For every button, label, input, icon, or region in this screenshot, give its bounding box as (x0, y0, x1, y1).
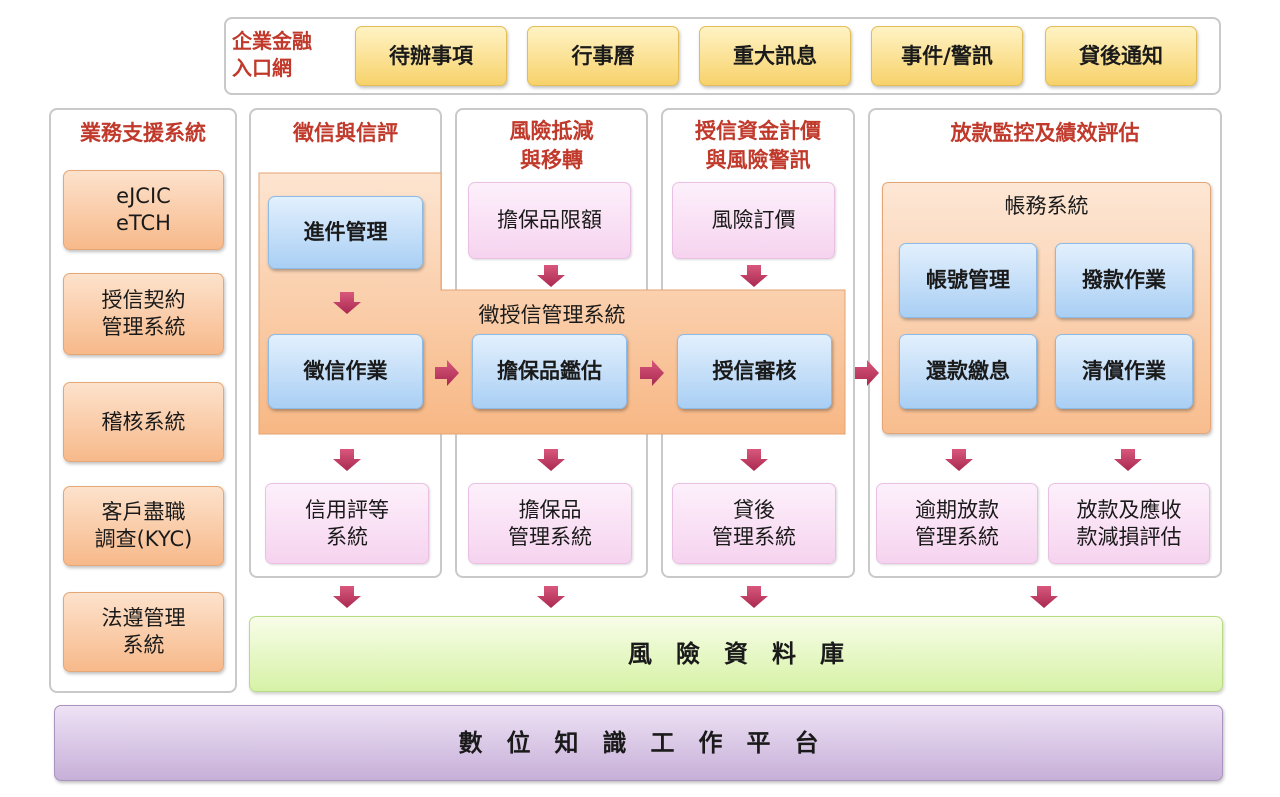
collateral-management-system[interactable]: 擔保品 管理系統 (468, 483, 632, 564)
arrow-down-icon (1114, 449, 1142, 471)
disbursement-title: 放款監控及績效評估 (950, 121, 1140, 145)
arrow-down-icon (537, 586, 565, 608)
collateral-appraisal[interactable]: 擔保品鑑估 (472, 334, 627, 409)
credit-management-system-label: 徵授信管理系統 (478, 303, 626, 327)
credit-check-title: 徵信與信評 (293, 121, 398, 145)
risk-mitigation-title: 風險抵減 與移轉 (509, 119, 594, 172)
digital-knowledge-platform[interactable]: 數 位 知 識 工 作 平 台 (54, 705, 1223, 781)
arrow-right-icon (435, 360, 459, 386)
arrow-down-icon (537, 265, 565, 287)
portal-item-calendar[interactable]: 行事曆 (527, 26, 679, 86)
portal-item-todo[interactable]: 待辦事項 (355, 26, 507, 86)
portal-title: 企業金融 入口網 (232, 29, 312, 80)
arrow-down-icon (333, 449, 361, 471)
accounting-system-label: 帳務系統 (1004, 194, 1089, 218)
support-item-compliance[interactable]: 法遵管理 系統 (63, 592, 224, 672)
support-item-audit[interactable]: 稽核系統 (63, 382, 224, 462)
settlement[interactable]: 清償作業 (1055, 334, 1193, 409)
support-item-ejcic[interactable]: eJCIC eTCH (63, 170, 224, 250)
portal-item-post-loan-notice[interactable]: 貸後通知 (1045, 26, 1197, 86)
fund-allocation[interactable]: 撥款作業 (1055, 243, 1193, 318)
support-item-kyc[interactable]: 客戶盡職 調查(KYC) (63, 486, 224, 566)
arrow-down-icon (740, 449, 768, 471)
support-item-contract[interactable]: 授信契約 管理系統 (63, 273, 224, 355)
overdue-loan-management-system[interactable]: 逾期放款 管理系統 (876, 483, 1038, 564)
arrow-down-icon (945, 449, 973, 471)
arrow-down-icon (333, 586, 361, 608)
arrow-right-icon (640, 360, 664, 386)
credit-rating-system[interactable]: 信用評等 系統 (265, 483, 429, 564)
arrow-down-icon (537, 449, 565, 471)
risk-pricing[interactable]: 風險訂價 (672, 182, 835, 259)
arrow-down-icon (333, 292, 361, 314)
collateral-limit[interactable]: 擔保品限額 (468, 182, 631, 259)
credit-investigation[interactable]: 徵信作業 (268, 334, 423, 409)
pricing-title: 授信資金計價 與風險警訊 (695, 119, 821, 172)
support-title: 業務支援系統 (80, 121, 206, 145)
intake-management[interactable]: 進件管理 (268, 196, 423, 269)
post-loan-management-system[interactable]: 貸後 管理系統 (672, 483, 836, 564)
arrow-down-icon (1030, 586, 1058, 608)
credit-review[interactable]: 授信審核 (677, 334, 832, 409)
loan-impairment-assessment[interactable]: 放款及應收 款減損評估 (1048, 483, 1210, 564)
arrow-down-icon (740, 586, 768, 608)
repayment-interest[interactable]: 還款繳息 (899, 334, 1037, 409)
portal-item-major-news[interactable]: 重大訊息 (699, 26, 851, 86)
risk-database[interactable]: 風 險 資 料 庫 (249, 616, 1223, 692)
portal-item-alerts[interactable]: 事件/警訊 (871, 26, 1023, 86)
arrow-right-icon (855, 360, 879, 386)
account-management[interactable]: 帳號管理 (899, 243, 1037, 318)
arrow-down-icon (740, 265, 768, 287)
